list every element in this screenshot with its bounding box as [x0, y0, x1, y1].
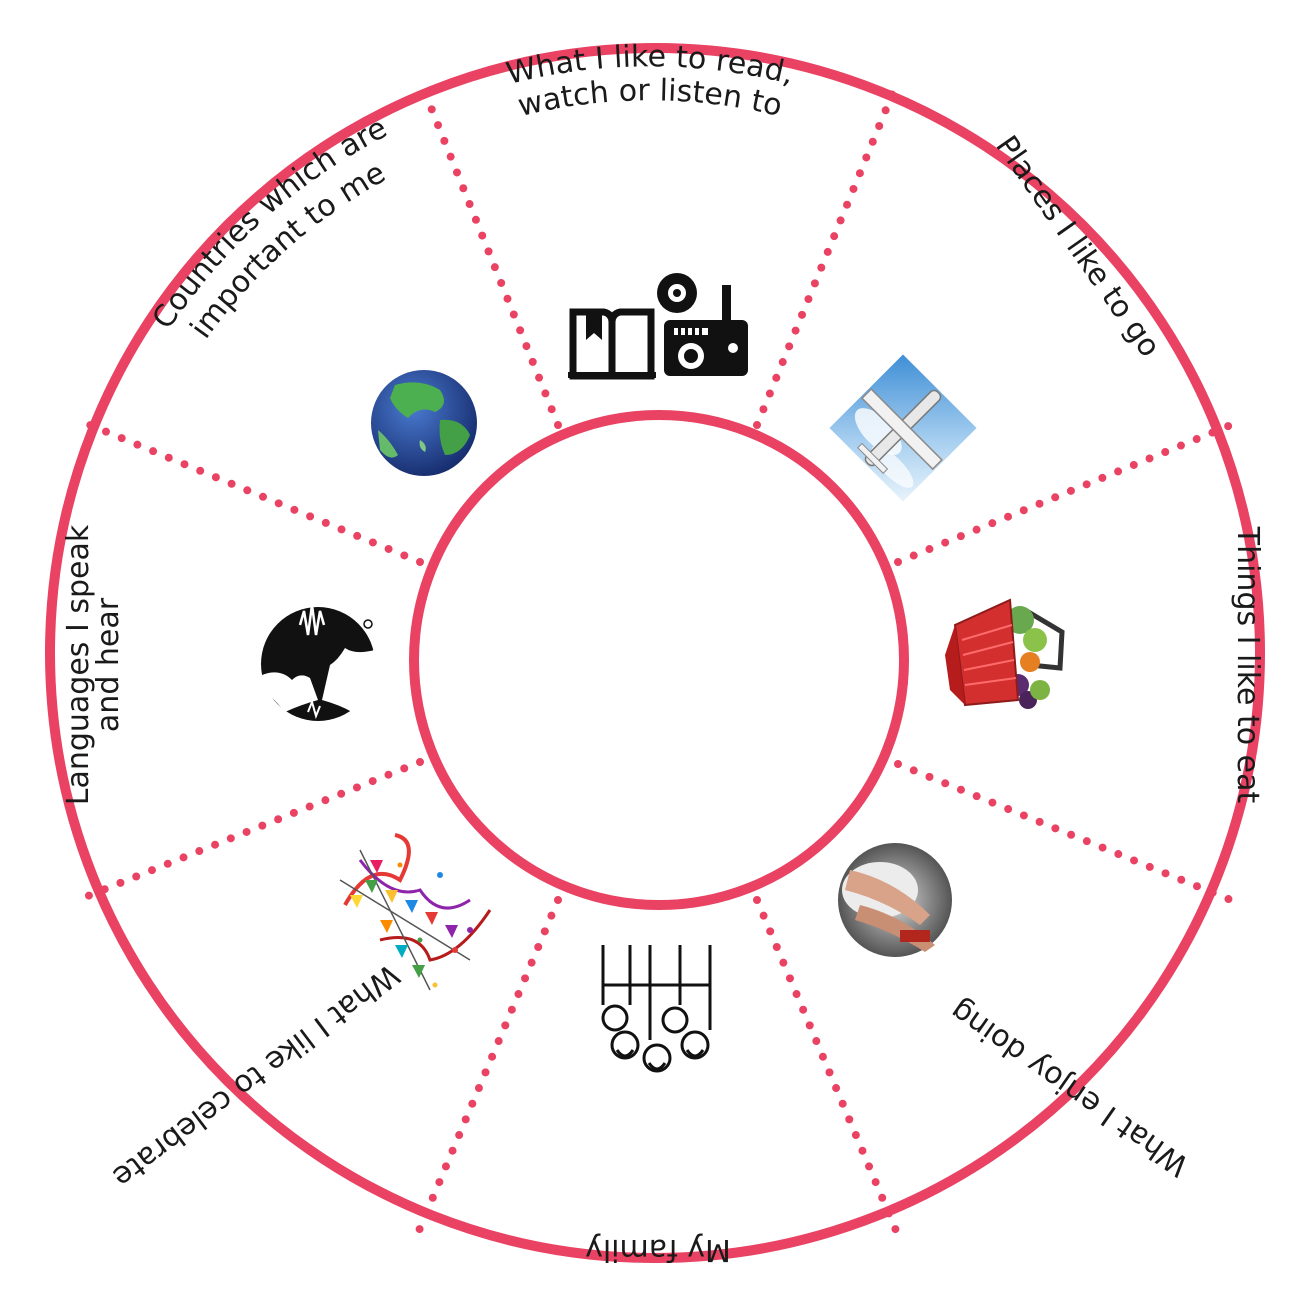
- cd-icon: [657, 273, 697, 313]
- divider-languages-countries: [74, 416, 424, 566]
- segment-label-enjoy: What I enjoy doing: [944, 993, 1195, 1183]
- book-cd-radio-icon: [568, 273, 748, 380]
- languages-label-line-2: and hear: [91, 597, 126, 732]
- center-circle: [409, 410, 909, 910]
- divider-read-places: [753, 76, 902, 429]
- segment-label-family: My family: [585, 1232, 731, 1267]
- divider-places-eat: [894, 416, 1247, 566]
- confetti-streamers-icon: [339, 833, 492, 991]
- segment-label-countries: Countries which are important to me: [146, 110, 393, 344]
- airplane-sky-icon: [829, 354, 977, 502]
- speaking-faces-icon: [261, 604, 375, 721]
- book-icon: [568, 308, 656, 380]
- divider-enjoy-family: [753, 896, 904, 1244]
- divider-celebrate-languages: [74, 758, 424, 904]
- segment-dividers: [74, 76, 1247, 1244]
- family-group-icon: [593, 944, 717, 1073]
- food-basket-icon: [945, 598, 1065, 709]
- svg-text:Countries which are: Countries which are: [146, 110, 393, 335]
- languages-label-line-1: Languages I speak: [61, 524, 96, 805]
- divider-family-celebrate: [411, 896, 562, 1244]
- segment-label-languages: Languages I speak and hear: [61, 524, 126, 805]
- divider-countries-read: [416, 76, 562, 429]
- outer-ring: [45, 43, 1265, 1263]
- countries-label-line-1: Countries which are: [146, 110, 393, 335]
- segment-label-places: Places I like to go: [989, 129, 1168, 363]
- drum-hands-icon: [838, 843, 952, 957]
- divider-eat-enjoy: [894, 760, 1247, 909]
- globe-icon: [371, 370, 477, 476]
- radio-icon: [664, 285, 748, 376]
- segment-label-eat: Things I like to eat: [1230, 526, 1265, 804]
- segment-label-read: What I like to read, watch or listen to: [503, 39, 797, 124]
